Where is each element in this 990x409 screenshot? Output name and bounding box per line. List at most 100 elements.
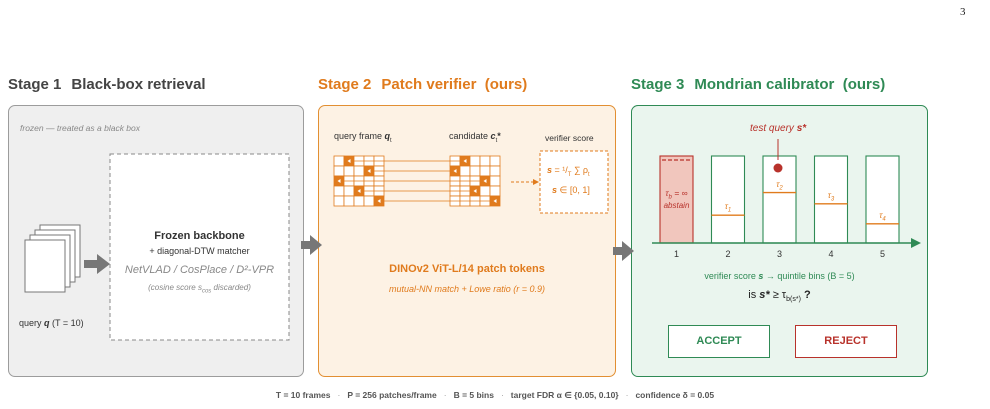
footer-item: P = 256 patches/frame [347, 390, 437, 400]
patch-match-lines [344, 160, 490, 202]
score-axis [652, 238, 921, 248]
stage1-name: Black-box retrieval [71, 76, 206, 93]
test-query-label: test query s* [750, 123, 806, 134]
formula-T: T [567, 171, 572, 178]
candidate-var: c [490, 131, 496, 141]
candidate-label: candidate ct* [449, 131, 501, 144]
backbone-box [109, 153, 290, 341]
axis-suffix: → quintile bins (B = 5) [763, 271, 855, 281]
cosine-suffix: discarded) [211, 283, 251, 292]
arrow-frames-to-backbone [84, 254, 110, 274]
stage1-title: Stage 1 Black-box retrieval [8, 76, 206, 93]
axis-var: s [758, 271, 764, 281]
query-prefix: query [19, 318, 45, 328]
stage2-name: Patch verifier [381, 76, 477, 93]
bin-threshold-label: τ4 [879, 209, 886, 223]
verifier-score-label: verifier score [545, 133, 594, 143]
formula-eq: = ¹/ [552, 165, 568, 175]
bin-threshold-label: τ1 [724, 201, 732, 214]
test-query-var: s* [796, 123, 807, 134]
query-frame-sub: t [390, 137, 392, 144]
bin-index-label: 3 [776, 249, 782, 259]
patch-marker [357, 189, 361, 193]
patch-cell [469, 155, 481, 167]
cosine-sub: cos [201, 288, 212, 295]
abstain-label: abstain [663, 201, 690, 210]
patch-cell [343, 165, 355, 177]
query-frame-label: query frame qt [334, 131, 392, 144]
patch-cell [489, 165, 501, 177]
question-mid: ≥ τ [769, 289, 787, 301]
bin-chart [659, 155, 900, 244]
patch-marker [377, 199, 381, 203]
patch-cell [469, 165, 481, 177]
patch-cell [479, 185, 491, 197]
formula-lhs: s [547, 165, 553, 175]
accept-question: is s* ≥ τb(s*) ? [631, 289, 928, 303]
bin-threshold-label: τ2 [776, 178, 783, 192]
patch-cell [333, 195, 345, 207]
cosine-note: (cosine score scos discarded) [110, 283, 289, 295]
tokens-title: DINOv2 ViT-L/14 patch tokens [389, 263, 545, 275]
bin-2 [710, 155, 746, 244]
patch-cell [479, 155, 491, 167]
query-var: q [44, 318, 50, 328]
patch-marker [493, 199, 497, 203]
bin-index-label: 5 [879, 249, 885, 259]
backbone-sub: + diagonal-DTW matcher [149, 246, 250, 256]
query-suffix: (T = 10) [49, 318, 84, 328]
stage2-panel [318, 105, 616, 377]
stage3-name: Mondrian calibrator [694, 76, 835, 93]
accept-button[interactable]: ACCEPT [668, 325, 770, 358]
bin-5 [865, 155, 900, 244]
footer-separator: · [500, 390, 504, 400]
patch-cell [353, 195, 365, 207]
footer-item: confidence δ = 0.05 [635, 390, 715, 400]
arrow-to-score [511, 179, 539, 185]
patch-cell [489, 185, 501, 197]
footer-params: T = 10 frames·P = 256 patches/frame·B = … [0, 390, 990, 401]
patch-marker [347, 159, 351, 163]
patch-cell [459, 165, 471, 177]
question-prefix: is [748, 289, 760, 301]
patch-cell [489, 155, 501, 167]
bin-index-label: 4 [828, 249, 834, 259]
question-mark: ? [804, 289, 811, 301]
bin-index-label: 2 [725, 249, 731, 259]
footer-separator: · [337, 390, 341, 400]
match-note: mutual-NN match + Lowe ratio (r = 0.9) [388, 284, 546, 294]
footer-item: target FDR α ∈ {0.05, 0.10} [510, 390, 619, 400]
patch-cell [333, 165, 345, 177]
verifier-score-box [539, 150, 609, 214]
patch-cell [333, 155, 345, 167]
patch-cell [343, 195, 355, 207]
stage3-tag: (ours) [842, 76, 886, 93]
footer-separator: · [625, 390, 629, 400]
stage1-number: Stage 1 [8, 76, 62, 93]
bin-threshold-label: τb = ∞ [665, 188, 688, 201]
candidate-star: * [497, 131, 501, 141]
patch-cell [363, 195, 375, 207]
patch-marker [463, 159, 467, 163]
score-range: s ∈ [0, 1] [552, 185, 590, 196]
reject-button[interactable]: REJECT [795, 325, 897, 358]
frozen-note: frozen — treated as a black box [20, 123, 141, 133]
patch-marker [337, 179, 341, 183]
candidate-text: candidate [449, 131, 491, 141]
query-frame-text: query frame [334, 131, 385, 141]
patch-marker [453, 169, 457, 173]
page-number: 3 [960, 6, 966, 18]
test-query-marker [773, 139, 783, 173]
backbone-title: Frozen backbone [154, 230, 245, 242]
candidate-sub: t [495, 137, 498, 144]
footer-item: B = 5 bins [453, 390, 494, 400]
patch-cell [479, 165, 491, 177]
bin-threshold-label: τ3 [827, 189, 835, 203]
stage2-number: Stage 2 [318, 76, 372, 93]
backbone-models: NetVLAD / CosPlace / D²-VPR [124, 264, 275, 276]
question-sub: b(s*) [786, 296, 801, 304]
query-label: query q (T = 10) [19, 318, 84, 328]
patch-cell [333, 185, 345, 197]
